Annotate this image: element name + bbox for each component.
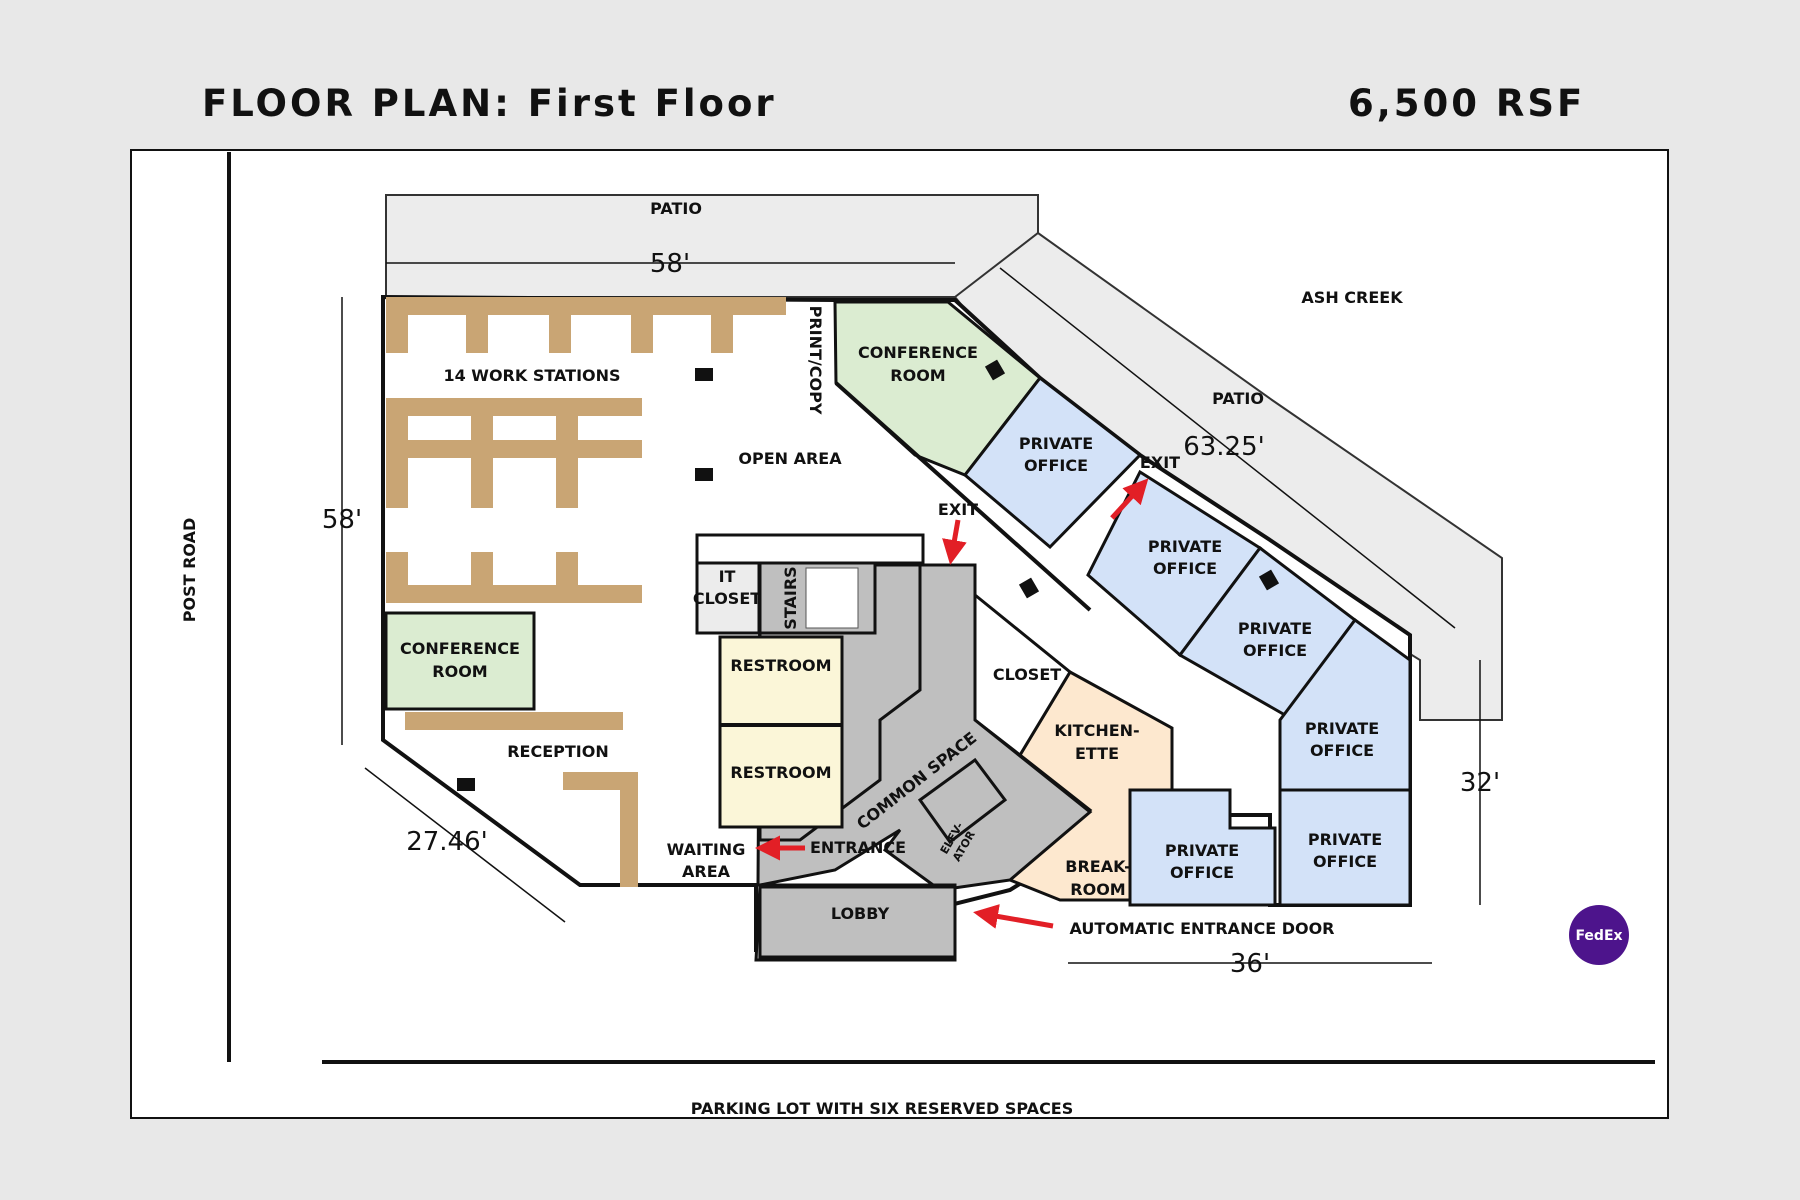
private-office-2-label-1: PRIVATE: [1148, 537, 1222, 556]
private-office-3-label-1: PRIVATE: [1238, 619, 1312, 638]
reception-label: RECEPTION: [507, 742, 609, 761]
private-office-5-label-2: OFFICE: [1313, 852, 1377, 871]
private-office-2-label-2: OFFICE: [1153, 559, 1217, 578]
private-office-1-label-1: PRIVATE: [1019, 434, 1093, 453]
conference-room-left: [384, 611, 536, 711]
dim-diag-right: 63.25': [1183, 432, 1265, 462]
ash-creek-label: ASH CREEK: [1301, 288, 1403, 307]
auto-door-label: AUTOMATIC ENTRANCE DOOR: [1069, 919, 1334, 938]
lobby-label: LOBBY: [831, 904, 890, 923]
dim-bottom-right: 36': [1230, 949, 1270, 979]
storage-strip: [695, 533, 925, 565]
corridor-wall: [834, 381, 1092, 612]
exit-label-1: EXIT: [938, 500, 978, 519]
dim-right: 32': [1460, 768, 1500, 798]
workstation-desks: [386, 297, 786, 887]
parking-label: PARKING LOT WITH SIX RESERVED SPACES: [691, 1099, 1074, 1118]
it-closet-label-2: CLOSET: [693, 589, 761, 608]
dim-left: 58': [322, 505, 362, 535]
private-office-5-label-1: PRIVATE: [1308, 830, 1382, 849]
waiting-label-2: AREA: [682, 862, 731, 881]
private-office-1-label-2: OFFICE: [1024, 456, 1088, 475]
closet-label: CLOSET: [993, 665, 1061, 684]
dimension-lines: [341, 262, 1481, 964]
break-label-1: BREAK-: [1065, 857, 1130, 876]
restrooms: [718, 635, 844, 829]
area-rsf: 6,500 RSF: [1348, 82, 1586, 125]
patio-top-label: PATIO: [650, 199, 702, 218]
work-stations-label: 14 WORK STATIONS: [443, 366, 620, 385]
kitchen-label-1: KITCHEN-: [1054, 721, 1139, 740]
patio-top: [385, 194, 1039, 298]
private-office-4-label-2: OFFICE: [1310, 741, 1374, 760]
entrance-label: ENTRANCE: [810, 838, 906, 857]
restroom-label-2: RESTROOM: [730, 763, 831, 782]
open-area-label: OPEN AREA: [738, 449, 842, 468]
it-closet-label-1: IT: [719, 567, 736, 586]
exit-label-2: EXIT: [1140, 453, 1180, 472]
dim-bottom-left: 27.46': [406, 827, 488, 857]
waiting-label-1: WAITING: [667, 840, 746, 859]
lobby-room: [758, 885, 957, 959]
conference-left-label-2: ROOM: [432, 662, 487, 681]
stairs-label: STAIRS: [781, 566, 800, 629]
columns: [457, 359, 1280, 791]
patio-right-label: PATIO: [1212, 389, 1264, 408]
conference-top-label-1: CONFERENCE: [858, 343, 978, 362]
restroom-label-1: RESTROOM: [730, 656, 831, 675]
private-office-6-label-1: PRIVATE: [1165, 841, 1239, 860]
page-title: FLOOR PLAN: First Floor: [202, 82, 777, 125]
private-office-6-label-2: OFFICE: [1170, 863, 1234, 882]
patio-divider: [999, 267, 1456, 629]
conference-top-label-2: ROOM: [890, 366, 945, 385]
stair-treads: [805, 567, 859, 629]
exit-arrow-2: [1110, 478, 1149, 520]
auto-door-arrow: [973, 904, 1054, 929]
conference-left-label-1: CONFERENCE: [400, 639, 520, 658]
fedex-logo: [1569, 905, 1629, 965]
exit-arrow-1: [942, 519, 967, 565]
arrows: [755, 478, 1149, 929]
break-label-2: ROOM: [1070, 880, 1125, 899]
private-office-3-label-2: OFFICE: [1243, 641, 1307, 660]
post-road-label: POST ROAD: [180, 518, 199, 623]
private-office-4-label-1: PRIVATE: [1305, 719, 1379, 738]
dim-top: 58': [650, 249, 690, 279]
fedex-logo-text: FedEx: [1575, 928, 1622, 944]
kitchen-label-2: ETTE: [1075, 744, 1119, 763]
print-copy-label: PRINT/COPY: [806, 306, 825, 415]
elevator-box: [917, 757, 1008, 845]
private-offices: [962, 375, 1412, 907]
